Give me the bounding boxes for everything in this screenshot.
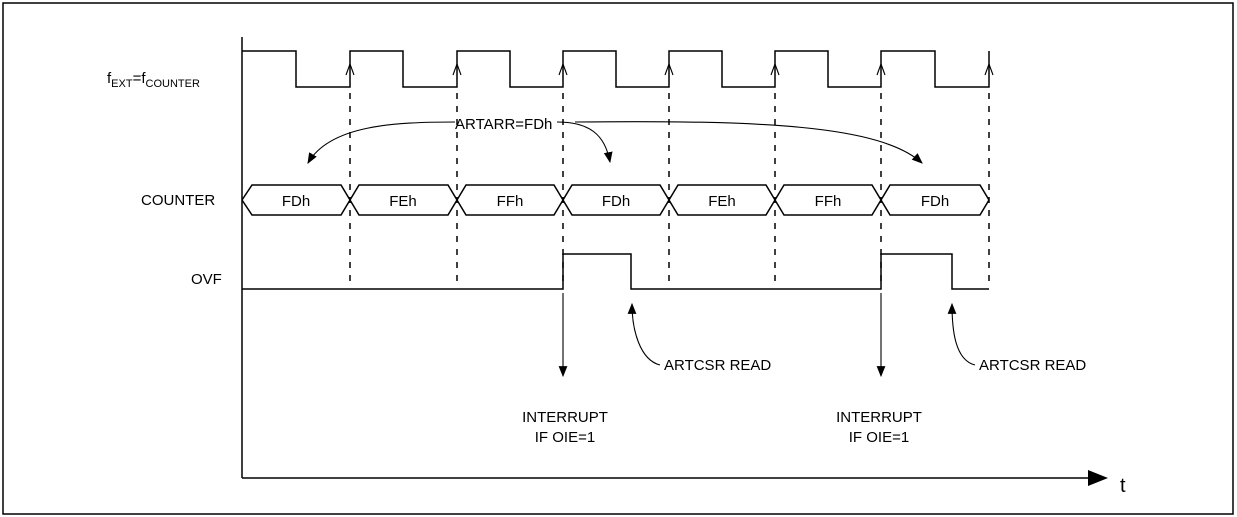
counter-value: FFh bbox=[815, 193, 842, 210]
time-axis: t bbox=[241, 37, 1126, 497]
clock-rising-edge-arrows bbox=[345, 62, 994, 76]
reload-value-label: ARTARR=FDh bbox=[455, 116, 552, 133]
time-axis-label: t bbox=[1120, 475, 1126, 497]
counter-value: FDh bbox=[921, 193, 949, 210]
interrupt-event: INTERRUPT IF OIE=1 bbox=[836, 293, 922, 446]
read-label: ARTCSR READ bbox=[664, 357, 771, 374]
interrupt-condition-label: IF OIE=1 bbox=[535, 429, 595, 446]
ovf-waveform bbox=[242, 253, 989, 290]
counter-signal-label: COUNTER bbox=[141, 192, 215, 209]
read-label: ARTCSR READ bbox=[979, 357, 1086, 374]
clock-waveform bbox=[242, 50, 994, 88]
counter-value: FDh bbox=[602, 193, 630, 210]
interrupt-label: INTERRUPT bbox=[836, 409, 922, 426]
counter-value: FDh bbox=[282, 193, 310, 210]
interrupt-event: INTERRUPT IF OIE=1 bbox=[522, 293, 608, 446]
reload-arrows bbox=[307, 121, 923, 164]
counter-bus: FDh FEh FFh FDh FEh FFh FDh bbox=[241, 184, 990, 216]
counter-value: FEh bbox=[708, 193, 736, 210]
interrupt-label: INTERRUPT bbox=[522, 409, 608, 426]
counter-value: FFh bbox=[497, 193, 524, 210]
clock-signal-label: fEXT=fCOUNTER bbox=[107, 70, 200, 90]
counter-value: FEh bbox=[389, 193, 417, 210]
ovf-signal-label: OVF bbox=[191, 271, 222, 288]
read-event: ARTCSR READ bbox=[627, 302, 771, 374]
transition-guides bbox=[349, 93, 990, 283]
read-event: ARTCSR READ bbox=[947, 302, 1086, 374]
interrupt-condition-label: IF OIE=1 bbox=[849, 429, 909, 446]
time-axis-arrowhead bbox=[1088, 470, 1108, 486]
